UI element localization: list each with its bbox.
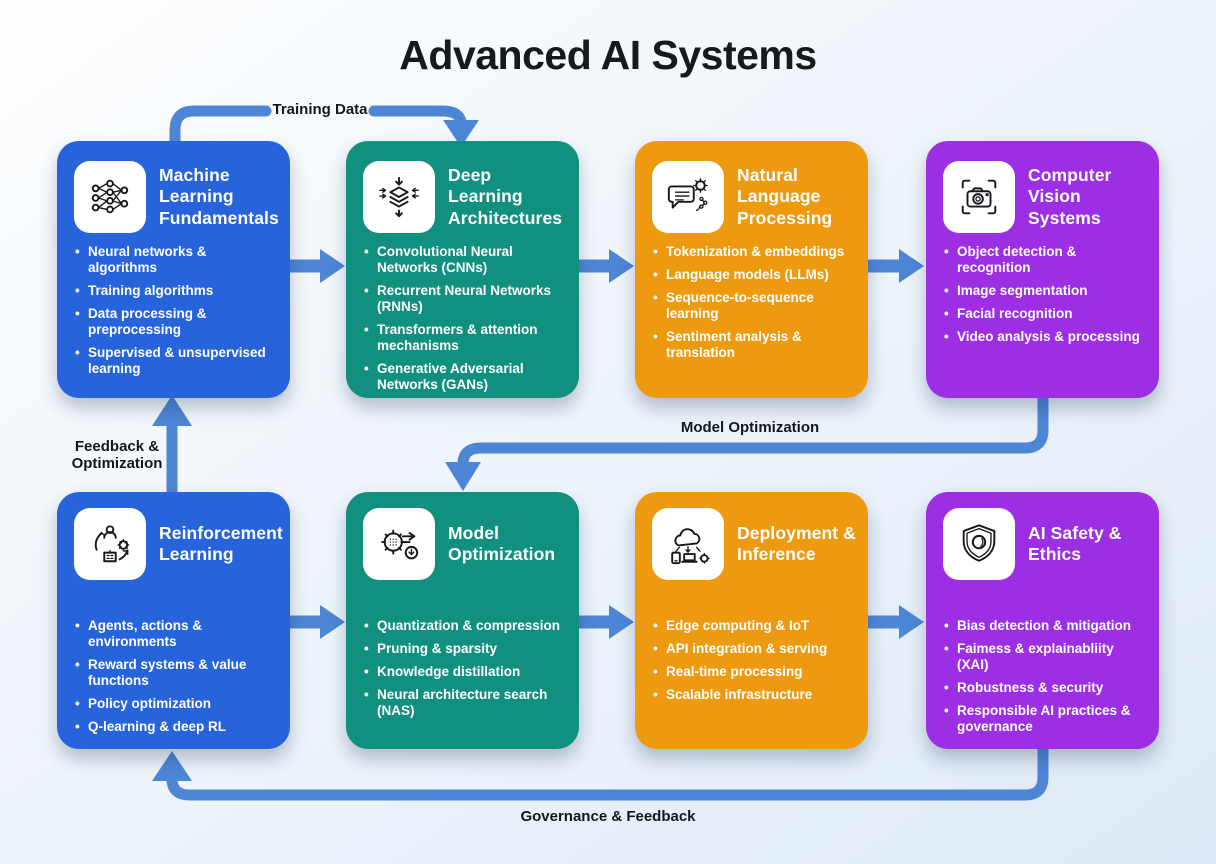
card-bullet: •Language models (LLMs) [653, 267, 829, 282]
governance-feedback-arrow [152, 743, 1049, 801]
card-bullet: •Real-time processing [653, 664, 803, 679]
card-title: Machine Learning Fundamentals [159, 164, 279, 228]
card-bullets: •Object detection & recognition •Image s… [926, 244, 1159, 345]
card-ai-safety-ethics: AI Safety & Ethics •Bias detection & mit… [926, 492, 1159, 749]
card-natural-language-processing: Natural Language Processing •Tokenizatio… [635, 141, 868, 398]
card-bullet: •Sequence-to-sequence learning [653, 290, 814, 321]
row1-connector-arrows [284, 249, 924, 283]
card-bullet: •Agents, actions & environments [75, 618, 203, 649]
model-optimization-label: Model Optimization [680, 419, 820, 436]
cloud-devices-icon [652, 508, 724, 580]
card-bullet: •Edge computing & IoT [653, 618, 810, 633]
card-bullet: •Neural networks & algorithms [75, 244, 207, 275]
card-deployment-inference: Deployment & Inference •Edge computing &… [635, 492, 868, 749]
card-title: Natural Language Processing [737, 164, 833, 228]
card-computer-vision-systems: Computer Vision Systems •Object detectio… [926, 141, 1159, 398]
card-bullets: •Agents, actions & environments •Reward … [57, 618, 290, 735]
layers-icon [363, 161, 435, 233]
card-bullet: •Image segmentation [944, 283, 1088, 298]
card-machine-learning-fundamentals: Machine Learning Fundamentals •Neural ne… [57, 141, 290, 398]
training-data-arrow [169, 105, 479, 148]
card-bullets: •Tokenization & embeddings •Language mod… [635, 244, 868, 361]
card-bullet: •Training algorithms [75, 283, 214, 298]
card-title: Deep Learning Architectures [448, 164, 563, 228]
card-bullet: •Reward systems & value functions [75, 657, 247, 688]
card-reinforcement-learning: Reinforcement Learning •Agents, actions … [57, 492, 290, 749]
card-bullet: •Convolutional Neural Networks (CNNs) [364, 244, 513, 275]
card-bullet: •Pruning & sparsity [364, 641, 498, 656]
card-bullet: •Recurrent Neural Networks (RNNs) [364, 283, 552, 314]
card-bullet: •Generative Adversarial Networks (GANs) [364, 361, 524, 392]
card-bullet: •Supervised & unsupervised learning [75, 345, 266, 376]
model-optimization-arrow [445, 392, 1049, 491]
card-title: Reinforcement Learning [159, 522, 283, 564]
gear-optimize-icon [363, 508, 435, 580]
card-title: Computer Vision Systems [1028, 164, 1112, 228]
card-bullet: •Policy optimization [75, 696, 212, 711]
card-deep-learning-architectures: Deep Learning Architectures •Convolution… [346, 141, 579, 398]
card-bullets: •Edge computing & IoT •API integration &… [635, 618, 868, 703]
card-bullet: •Sentiment analysis & translation [653, 329, 802, 360]
card-model-optimization: Model Optimization •Quantization & compr… [346, 492, 579, 749]
chat-gear-icon [652, 161, 724, 233]
card-bullet: •Data processing & preprocessing [75, 306, 207, 337]
card-bullet: •Tokenization & embeddings [653, 244, 845, 259]
card-bullets: •Neural networks & algorithms •Training … [57, 244, 290, 377]
training-data-label: Training Data [272, 101, 368, 118]
card-title: Deployment & Inference [737, 522, 856, 564]
row2-connector-arrows [284, 605, 924, 639]
diagram-title: Advanced AI Systems [399, 32, 817, 78]
card-bullet: •API integration & serving [653, 641, 828, 656]
card-bullet: •Scalable infrastructure [653, 687, 813, 702]
card-bullet: •Facial recognition [944, 306, 1073, 321]
agent-cycle-icon [74, 508, 146, 580]
card-bullet: •Transformers & attention mechanisms [364, 322, 538, 353]
card-title: AI Safety & Ethics [1028, 522, 1122, 564]
shield-face-icon [943, 508, 1015, 580]
neural-network-icon [74, 161, 146, 233]
card-bullet: •Quantization & compression [364, 618, 561, 633]
card-bullet: •Video analysis & processing [944, 329, 1140, 344]
card-bullet: •Bias detection & mitigation [944, 618, 1132, 633]
card-bullet: •Knowledge distillation [364, 664, 521, 679]
card-bullets: •Convolutional Neural Networks (CNNs) •R… [346, 244, 579, 393]
card-bullet: •Object detection & recognition [944, 244, 1077, 275]
card-bullets: •Quantization & compression •Pruning & s… [346, 618, 579, 719]
card-title: Model Optimization [448, 522, 556, 564]
card-bullets: •Bias detection & mitigation •Faimess & … [926, 618, 1159, 735]
card-bullet: •Robustness & security [944, 680, 1104, 695]
feedback-optimization-arrow [152, 395, 192, 498]
governance-feedback-label: Governance & Feedback [520, 808, 696, 825]
card-bullet: •Q-learning & deep RL [75, 719, 227, 734]
card-bullet: •Faimess & explainabliity (XAI) [944, 641, 1114, 672]
card-bullet: •Responsible AI practices & governance [944, 703, 1131, 734]
camera-icon [943, 161, 1015, 233]
feedback-optimization-label: Feedback & Optimization [71, 438, 163, 473]
card-bullet: •Neural architecture search (NAS) [364, 687, 548, 718]
